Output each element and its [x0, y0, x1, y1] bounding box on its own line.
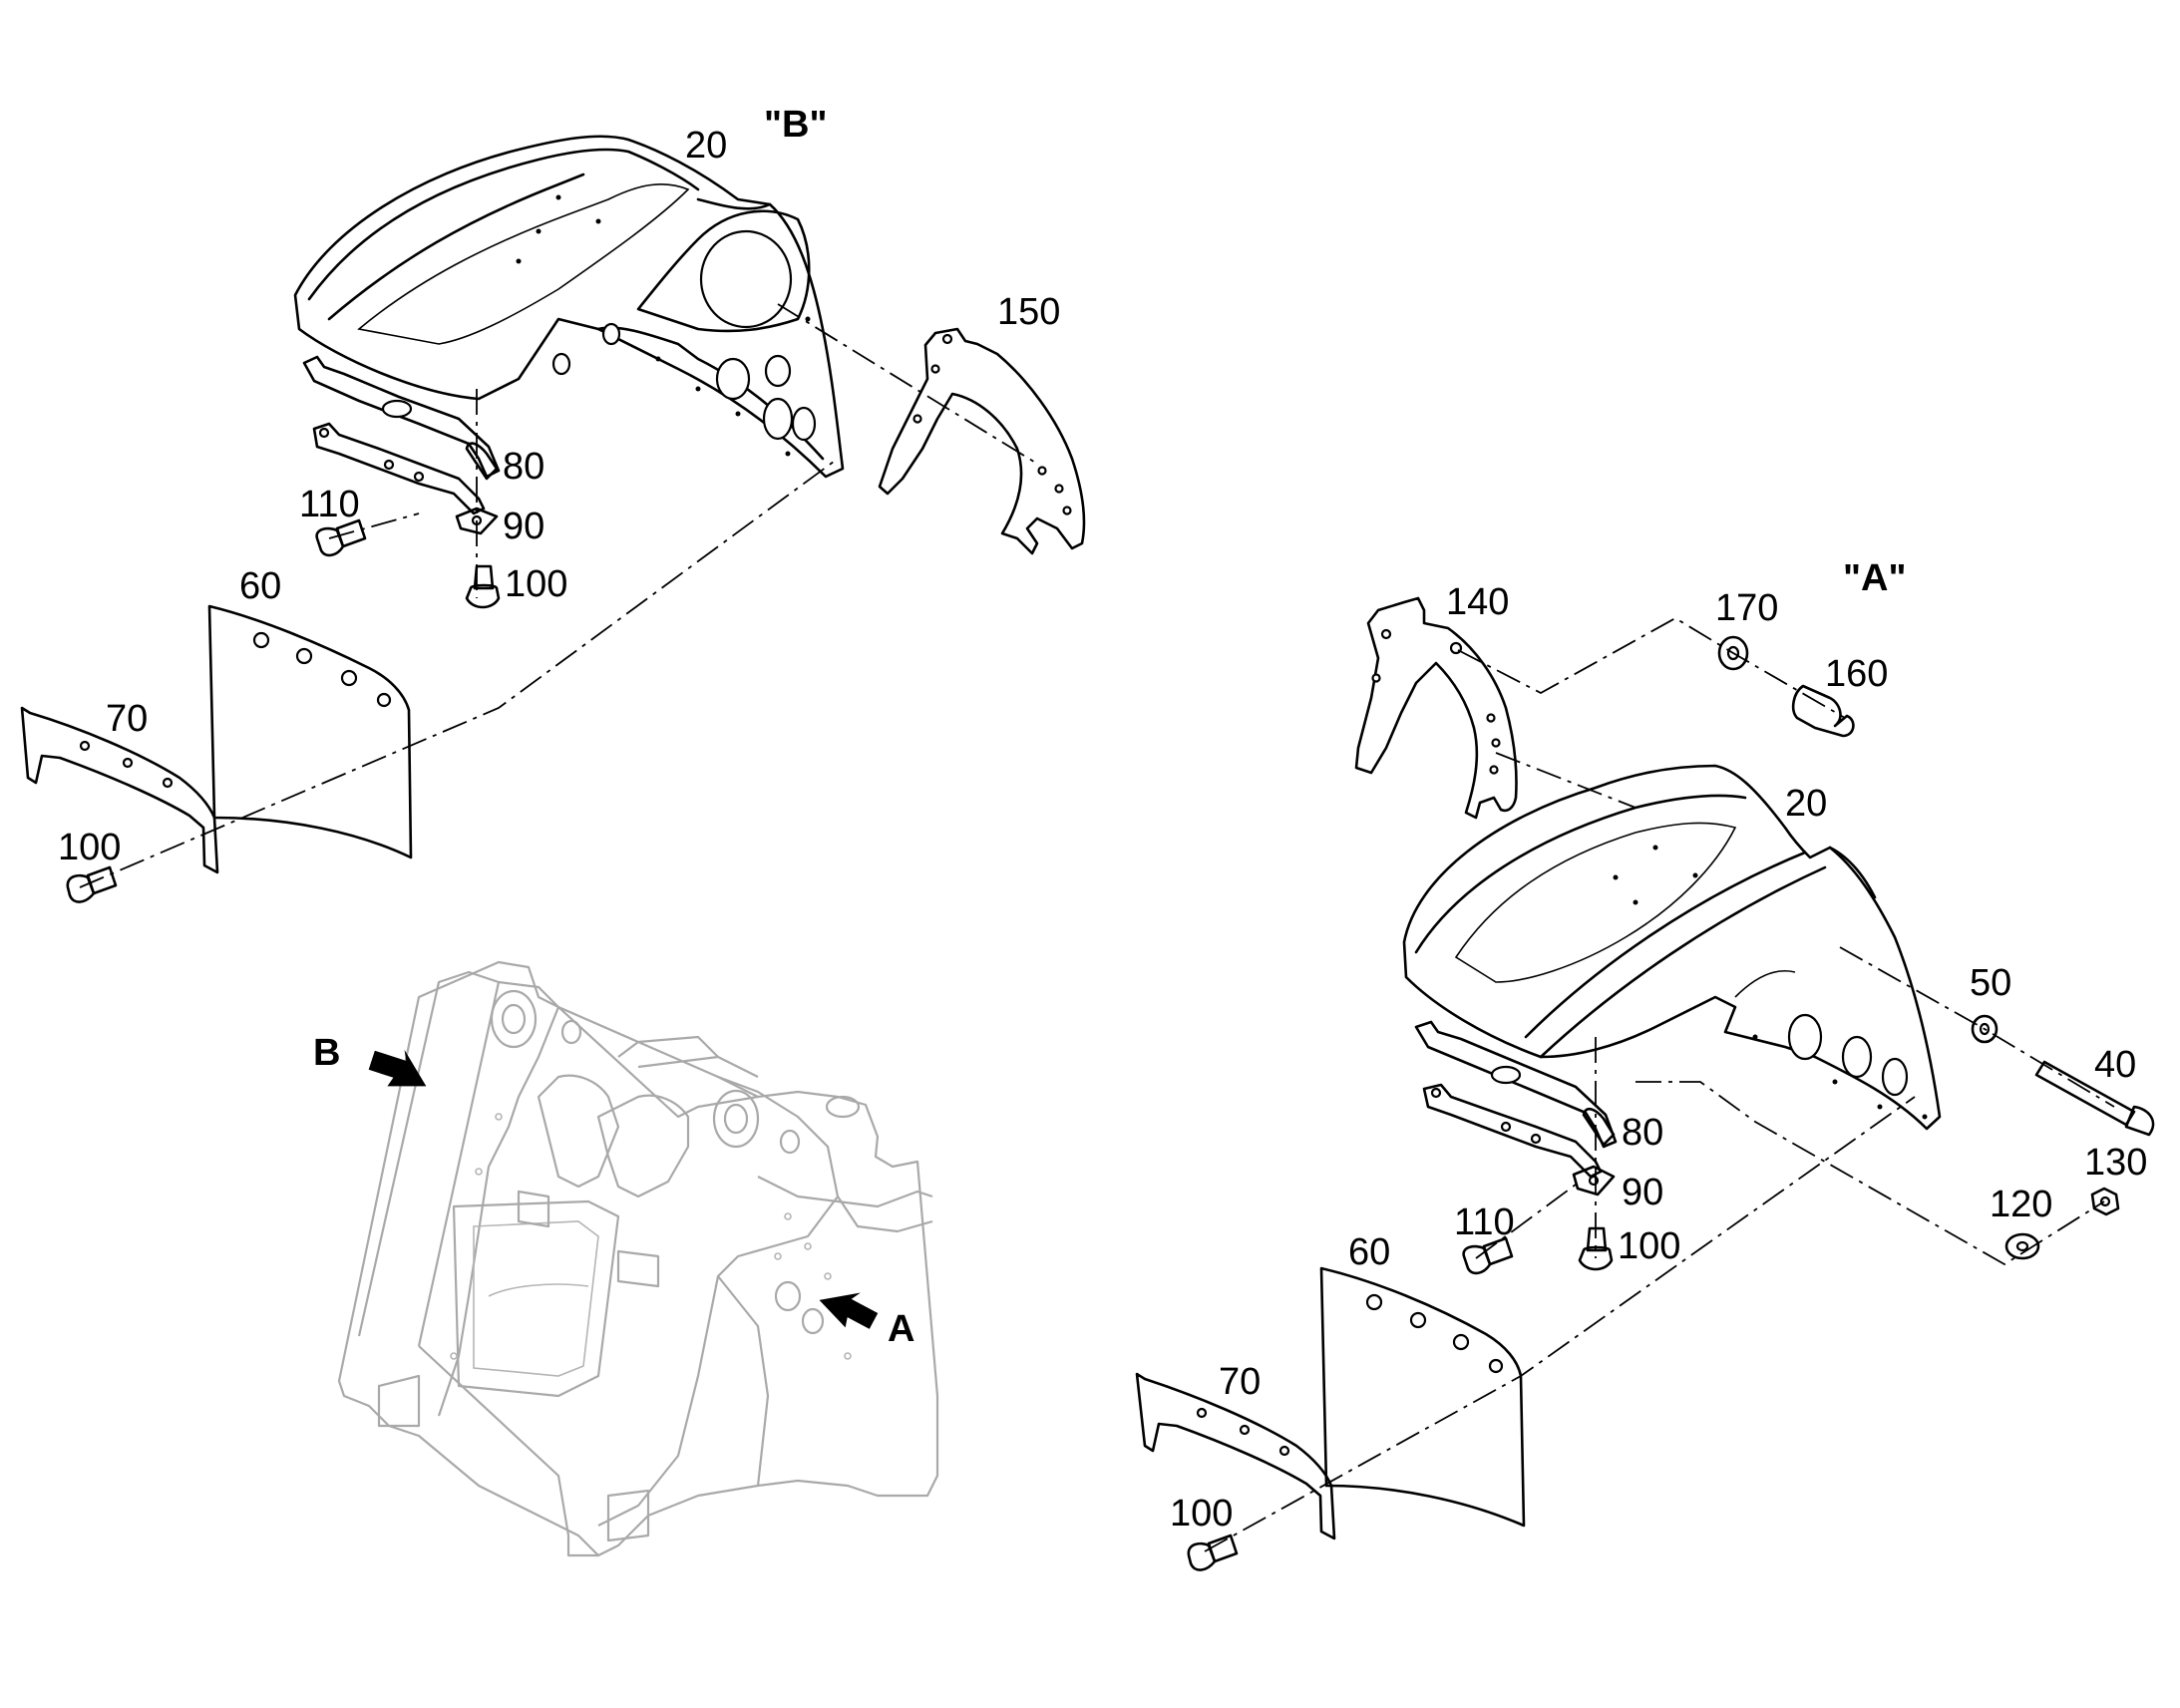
- mud-flap-part-a: [1319, 1266, 1526, 1528]
- callout-b-100-strip: 100: [58, 827, 121, 868]
- leader-line: [1839, 946, 2115, 1108]
- callout-a-90: 90: [1622, 1172, 1663, 1213]
- assembly-view-b: [20, 135, 1086, 903]
- leader-line: [1204, 1096, 1916, 1552]
- washer-part-a: [1971, 1014, 1998, 1044]
- nut-part-a: [2090, 1187, 2120, 1216]
- mud-flap-part-b: [207, 604, 413, 859]
- assembly-view-a: [1135, 596, 2155, 1571]
- callout-a-20: 20: [1785, 783, 1827, 825]
- callout-a-160: 160: [1825, 653, 1888, 695]
- callout-a-120: 120: [1990, 1184, 2052, 1225]
- frame-arrow-label-b: B: [313, 1032, 340, 1074]
- leader-line: [777, 303, 1038, 465]
- bolt-strip-part-a: [1187, 1534, 1239, 1571]
- fender-part-a: [1402, 764, 1942, 1131]
- bolt-bottom-part-b: [465, 564, 501, 609]
- bracket-part-b: [878, 327, 1086, 555]
- callout-a-70: 70: [1219, 1361, 1261, 1403]
- callout-b-100-bottom: 100: [505, 563, 567, 605]
- leader-line: [328, 512, 420, 539]
- fender-part-b: [293, 135, 845, 479]
- callout-a-100-bottom: 100: [1618, 1225, 1680, 1267]
- bolt-side-part-a: [1462, 1236, 1514, 1275]
- bolt-strip-part-b: [66, 865, 118, 903]
- bolt-bottom-part-a: [1578, 1226, 1614, 1271]
- washer-nut-part-a: [2004, 1232, 2040, 1260]
- callout-a-40: 40: [2094, 1044, 2136, 1086]
- callout-b-90: 90: [503, 506, 545, 547]
- machine-frame-overview: [337, 960, 939, 1557]
- callout-b-110: 110: [299, 484, 360, 525]
- clip-part-b: [302, 355, 501, 515]
- view-label-a: "A": [1843, 557, 1906, 599]
- callout-a-80: 80: [1622, 1112, 1663, 1154]
- callout-a-110: 110: [1454, 1201, 1515, 1243]
- view-label-b: "B": [764, 104, 827, 146]
- leader-line: [1457, 616, 1846, 719]
- bolt-side-part-b: [315, 518, 367, 557]
- callout-b-70: 70: [106, 698, 148, 740]
- leader-line: [1475, 1184, 1577, 1259]
- leader-line: [79, 458, 839, 888]
- callout-b-150: 150: [997, 291, 1060, 333]
- strip-part-b: [20, 706, 219, 874]
- strip-part-a: [1135, 1372, 1336, 1540]
- direction-arrow-a: [819, 1292, 879, 1329]
- callout-b-20: 20: [685, 125, 727, 167]
- clip-part-a: [1414, 1020, 1618, 1179]
- callout-b-60: 60: [239, 565, 281, 607]
- callout-a-140: 140: [1446, 581, 1509, 623]
- leader-line: [1495, 752, 1636, 809]
- direction-arrow-b: [368, 1049, 427, 1087]
- callout-a-130: 130: [2084, 1142, 2147, 1184]
- washer-plate-part-a: [1572, 1165, 1616, 1196]
- leader-line: [1635, 1081, 2105, 1266]
- callout-b-80: 80: [503, 446, 545, 488]
- callout-a-170: 170: [1715, 587, 1778, 629]
- callout-a-60: 60: [1348, 1231, 1390, 1273]
- callout-a-100-strip: 100: [1170, 1493, 1233, 1535]
- bolt-top-part-a: [1791, 684, 1855, 738]
- frame-arrow-label-a: A: [888, 1308, 914, 1350]
- bracket-part-a: [1354, 596, 1518, 820]
- callout-a-50: 50: [1970, 962, 2011, 1004]
- long-bolt-part-a: [2034, 1060, 2155, 1137]
